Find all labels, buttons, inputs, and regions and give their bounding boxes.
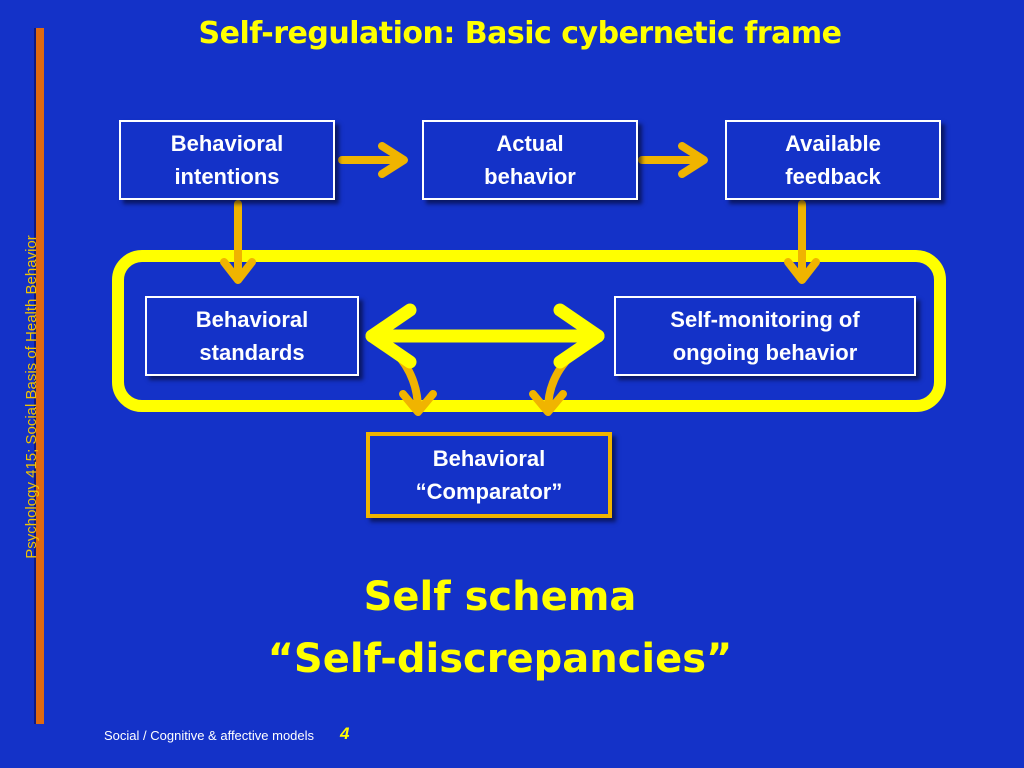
self-schema-heading: Self schema — [363, 574, 637, 620]
node-behavioral-intentions: Behavioral intentions — [119, 120, 335, 200]
comparison-loop-frame — [112, 250, 946, 412]
node-behavioral-intentions-label: Behavioral intentions — [170, 131, 284, 189]
slide-title: Self-regulation: Basic cybernetic frame — [198, 16, 842, 51]
arrow-feedback-to-monitoring — [784, 200, 820, 284]
node-behavioral-comparator: Behavioral “Comparator” — [366, 432, 612, 518]
node-behavioral-standards: Behavioral standards — [145, 296, 359, 376]
page-number: 4 — [340, 724, 350, 743]
footer-section-label: Social / Cognitive & affective models — [104, 728, 315, 743]
self-discrepancies-heading: “Self-discrepancies” — [267, 636, 733, 682]
arrow-actual-to-feedback — [638, 142, 708, 178]
node-actual-behavior-label: Actual behavior — [484, 131, 576, 189]
arrow-intentions-to-actual — [338, 142, 408, 178]
sidebar-rule — [34, 28, 44, 724]
node-behavioral-standards-label: Behavioral standards — [195, 307, 309, 365]
node-self-monitoring-label: Self-monitoring of ongoing behavior — [670, 307, 860, 365]
arrow-standards-monitoring-bidirectional — [365, 303, 605, 369]
node-behavioral-comparator-label: Behavioral “Comparator” — [415, 446, 563, 504]
node-available-feedback-label: Available feedback — [785, 131, 881, 189]
node-actual-behavior: Actual behavior — [422, 120, 638, 200]
node-self-monitoring: Self-monitoring of ongoing behavior — [614, 296, 916, 376]
node-available-feedback: Available feedback — [725, 120, 941, 200]
arrow-intentions-to-standards — [220, 200, 256, 284]
